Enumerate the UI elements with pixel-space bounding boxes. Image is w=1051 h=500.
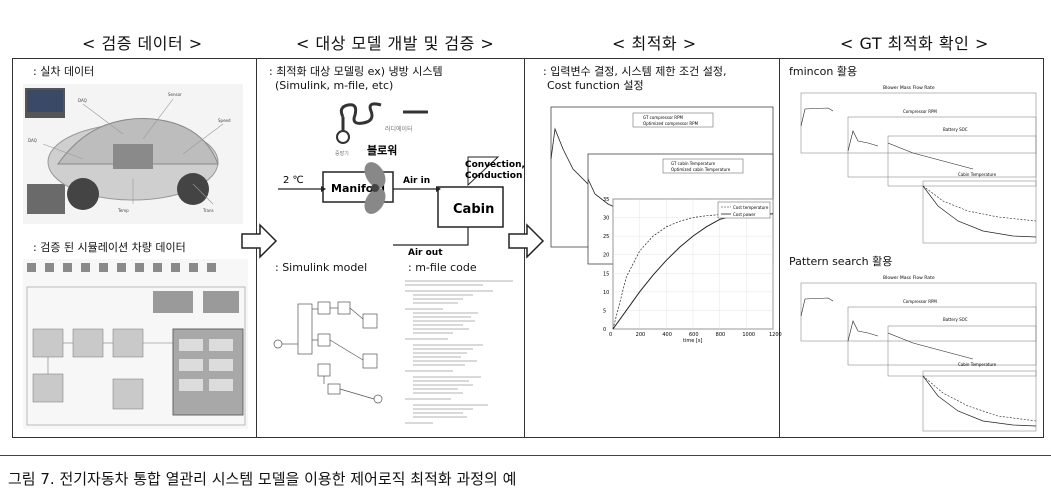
- simulation-model-screenshot: [23, 259, 248, 429]
- header-gt-confirmation: < GT 최적화 확인 >: [840, 34, 989, 53]
- legend-gt-cabin: GT cabin Temperature: [671, 161, 716, 166]
- cost-function-label: Cost function 설정: [547, 79, 644, 92]
- fmincon-result-charts: Blower Mass Flow Rate Compressor RPM Bat…: [783, 81, 1041, 246]
- legend-cost-power: Cost power: [733, 212, 756, 217]
- y-tick-label: 10: [603, 290, 609, 296]
- real-vehicle-data-label: : 실차 데이터: [33, 65, 95, 78]
- fan-icon: [364, 162, 386, 214]
- pattern-title-battery: Battery SOC: [943, 317, 968, 322]
- y-tick-label: 35: [603, 197, 609, 203]
- svg-text:Sensor: Sensor: [168, 92, 182, 97]
- pattern-title-blower: Blower Mass Flow Rate: [883, 275, 935, 281]
- fmincon-title-cabin: Cabin Temperature: [958, 172, 997, 177]
- mfile-code-thumbnail: [403, 277, 521, 433]
- x-tick-label: 0: [609, 332, 612, 338]
- legend-gt-compressor: GT compressor RPM: [643, 115, 683, 120]
- svg-text:Trans: Trans: [202, 208, 214, 213]
- flow-arrow-1: [241, 223, 278, 259]
- cabin-label: Cabin: [453, 202, 494, 217]
- y-tick-label: 0: [603, 327, 606, 333]
- svg-text:DAQ: DAQ: [28, 138, 37, 143]
- x-tick-label: 200: [636, 332, 646, 338]
- blower-label: 블로워: [367, 144, 397, 157]
- convection-label: Convection,: [465, 160, 525, 170]
- svg-text:Speed: Speed: [218, 118, 231, 123]
- header-validation-data: < 검증 데이터 >: [82, 34, 203, 53]
- inlet-temp-label: 2 ℃: [283, 175, 304, 186]
- cost-chart: 0 200 400 600 800 1000 1200 0 5 10 15 20 25 30 35 Cost…: [603, 197, 782, 344]
- y-tick-label: 15: [603, 271, 609, 277]
- pattern-search-result-charts: Blower Mass Flow Rate Compressor RPM Bat…: [783, 271, 1041, 434]
- x-tick-label: 1000: [742, 332, 755, 338]
- modeling-target-label: : 최적화 대상 모델링 ex) 냉방 시스템: [269, 65, 443, 78]
- air-in-label: Air in: [403, 176, 430, 186]
- air-out-arrow: [393, 227, 469, 246]
- legend-opt-compressor: Optimized compressor RPM: [643, 121, 699, 126]
- divider-3: [779, 59, 780, 437]
- legend-cost-temp: Cost temperature: [733, 205, 769, 210]
- air-out-label: Air out: [408, 248, 443, 258]
- pattern-search-label: Pattern search 활용: [789, 255, 893, 268]
- diagram-label-data: 러디에이터: [385, 125, 413, 133]
- caption-rule: [0, 455, 1051, 456]
- fmincon-label: fmincon 활용: [789, 65, 858, 78]
- cost-xlabel: time [s]: [683, 338, 702, 344]
- x-tick-label: 1200: [769, 332, 782, 338]
- simulink-model-thumbnail: [268, 284, 393, 429]
- y-tick-label: 25: [603, 234, 609, 240]
- simulation-vehicle-data-label: : 검증 된 시뮬레이션 차량 데이터: [33, 241, 186, 254]
- modeling-tools-label: (Simulink, m-file, etc): [275, 79, 394, 92]
- svg-text:Temp: Temp: [117, 208, 129, 213]
- mfile-code-label: : m-file code: [408, 261, 477, 274]
- legend-opt-cabin: Optimized cabin Temperature: [671, 167, 731, 172]
- fmincon-title-compressor: Compressor RPM: [903, 109, 937, 114]
- y-tick-label: 5: [603, 308, 606, 314]
- optimization-chart-stack: GT compressor RPM Optimized compressor R…: [550, 106, 782, 344]
- x-tick-label: 600: [689, 332, 699, 338]
- y-tick-label: 20: [603, 253, 609, 259]
- x-tick-label: 800: [716, 332, 726, 338]
- header-model-development: < 대상 모델 개발 및 검증 >: [296, 34, 495, 53]
- figure-caption: 그림 7. 전기자동차 통합 열관리 시스템 모델을 이용한 제어로직 최적화 …: [8, 470, 517, 488]
- svg-text:DAQ: DAQ: [78, 98, 87, 103]
- cooling-system-diagram: 러디에이터 증발기 블로워 Manifold 2 ℃ Cabin Air in …: [278, 102, 525, 258]
- header-optimization: < 최적화 >: [612, 34, 697, 53]
- diagram-label-evap: 증발기: [335, 150, 349, 157]
- cabin-box: [437, 186, 504, 228]
- cost-plot-area: 0 200 400 600 800 1000 1200 0 5 10 15 20 25 30 35: [603, 197, 782, 338]
- pattern-title-cabin: Cabin Temperature: [958, 362, 997, 367]
- optimization-setup-label: : 입력변수 결정, 시스템 제한 조건 설정,: [543, 65, 727, 78]
- conduction-label: Conduction: [465, 171, 522, 181]
- compressor-icon: [336, 130, 350, 144]
- flow-arrow-2: [508, 223, 545, 259]
- y-tick-label: 30: [603, 216, 609, 222]
- simulink-model-label: : Simulink model: [275, 261, 368, 274]
- fmincon-title-blower: Blower Mass Flow Rate: [883, 85, 935, 91]
- x-tick-label: 400: [662, 332, 672, 338]
- fmincon-title-battery: Battery SOC: [943, 127, 968, 132]
- pattern-title-compressor: Compressor RPM: [903, 299, 937, 304]
